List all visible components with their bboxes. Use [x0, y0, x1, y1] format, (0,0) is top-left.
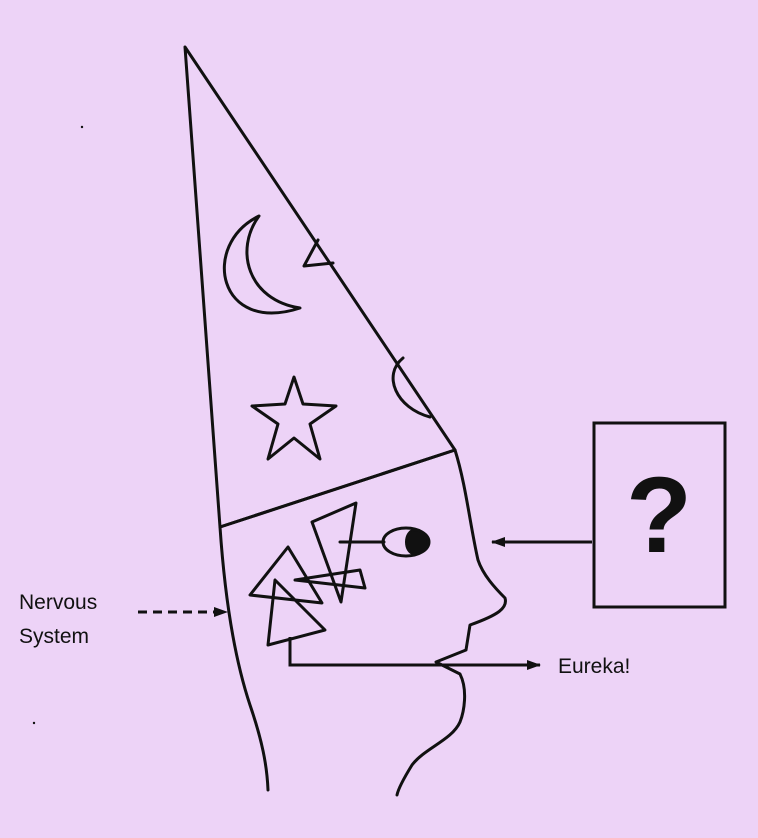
semicircle-shape	[391, 356, 432, 419]
hat-band-line	[219, 448, 456, 529]
triangle-icon	[310, 501, 358, 604]
star-icon	[250, 375, 338, 461]
speck-mark	[32, 721, 36, 725]
triangle-icon	[266, 578, 327, 647]
back-of-head-outline	[218, 525, 270, 792]
face-profile-outline	[395, 448, 507, 797]
question-box	[592, 421, 727, 609]
triangle-icon	[302, 238, 335, 268]
crescent-moon-icon	[222, 214, 302, 315]
nervous-system-label-line2: System	[19, 625, 89, 648]
triangle-icon	[293, 568, 367, 590]
output-connector-line	[288, 637, 500, 667]
nervous-system-label-line1: Nervous	[19, 591, 97, 614]
pupil-icon	[405, 528, 429, 556]
question-mark: ?	[626, 454, 692, 575]
triangle-icon	[248, 545, 324, 605]
speck-mark	[80, 125, 84, 129]
eureka-label: Eureka!	[558, 655, 630, 678]
